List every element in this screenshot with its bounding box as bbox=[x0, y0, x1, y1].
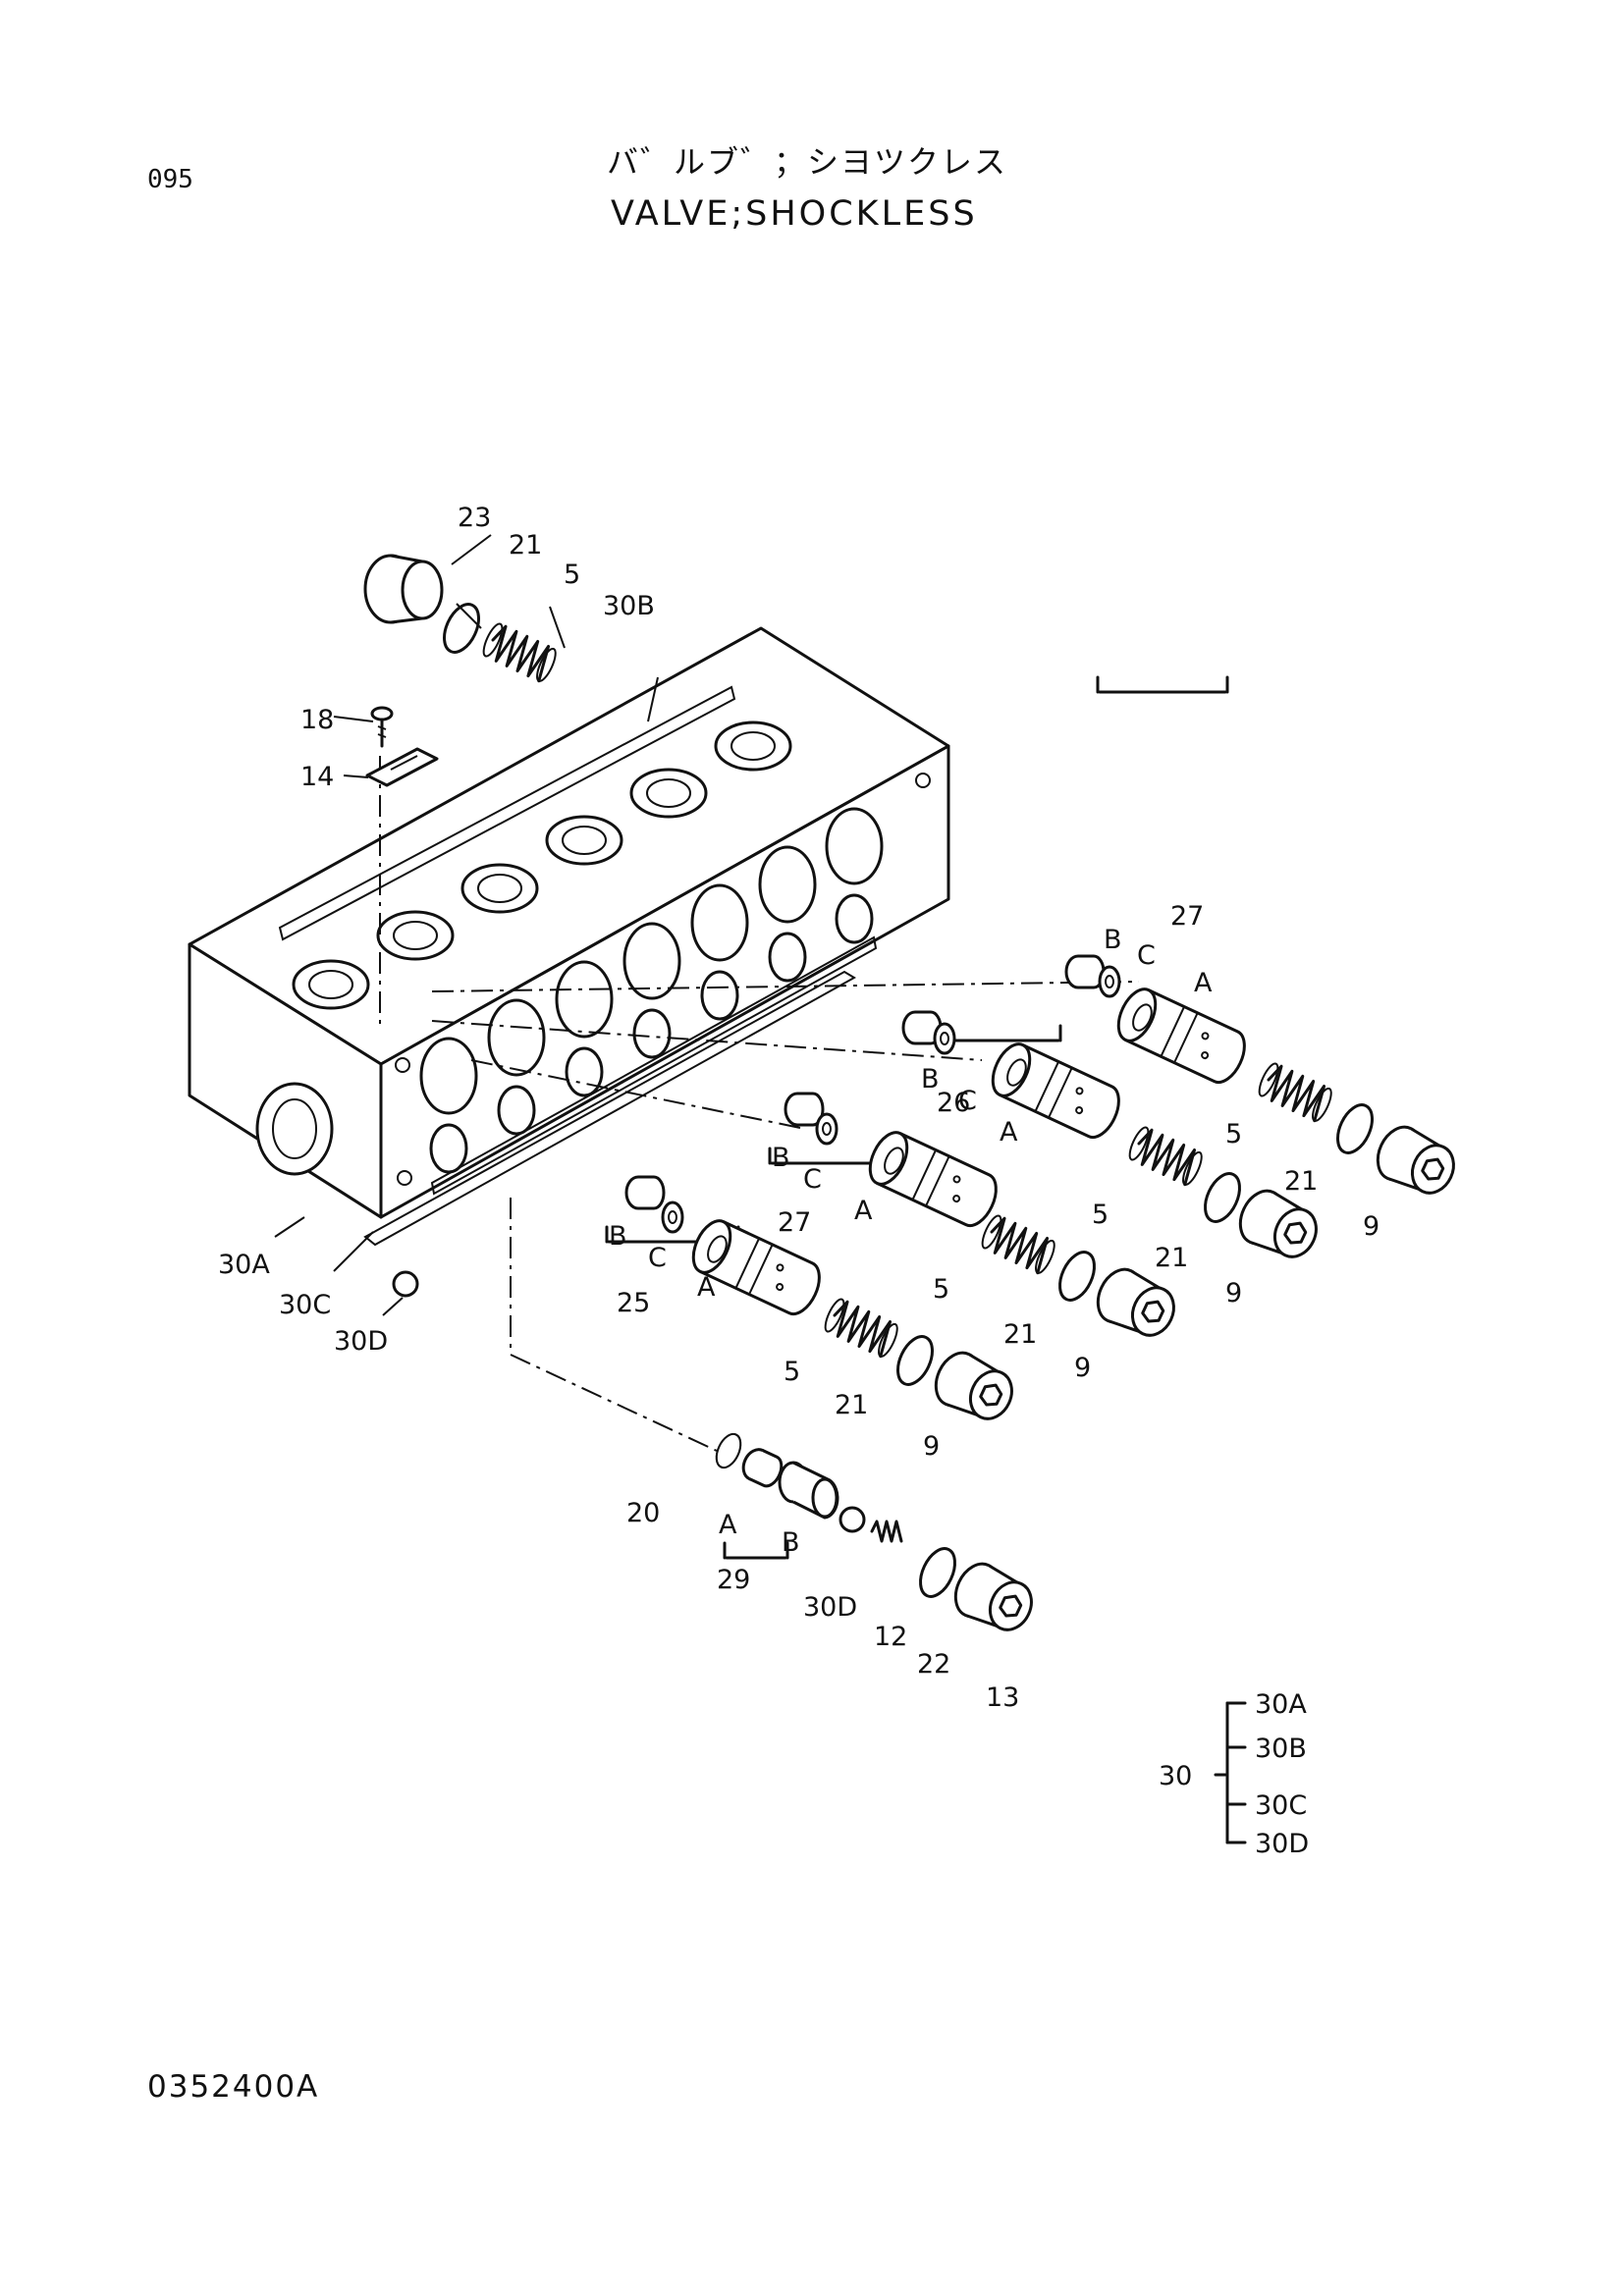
spring-5-r3 bbox=[977, 1211, 1059, 1277]
page-number: 095 bbox=[147, 165, 193, 194]
label-25-C: C bbox=[648, 1243, 667, 1273]
sleeve-25-B bbox=[624, 1175, 666, 1210]
label-30C: 30C bbox=[279, 1290, 331, 1320]
drawing-number: 0352400A bbox=[147, 2069, 320, 2105]
label-27-top-C: C bbox=[1137, 940, 1156, 971]
label-9-r4: 9 bbox=[923, 1431, 940, 1462]
label-21-r3: 21 bbox=[1003, 1319, 1037, 1350]
label-29: 29 bbox=[717, 1565, 750, 1595]
plug-9-r4 bbox=[926, 1344, 1022, 1430]
label-29-A: A bbox=[719, 1510, 737, 1540]
label-30D: 30D bbox=[334, 1326, 388, 1357]
washer-27-mid-C bbox=[815, 1112, 839, 1146]
spring-5-r4 bbox=[820, 1295, 902, 1361]
plate-14 bbox=[365, 747, 439, 787]
label-25-A: A bbox=[697, 1272, 716, 1303]
spring-5-r2 bbox=[1124, 1123, 1207, 1189]
label-9-r1: 9 bbox=[1363, 1211, 1380, 1242]
washer-26-C bbox=[933, 1022, 956, 1055]
oring-21-r4 bbox=[889, 1329, 942, 1392]
plug-9-r3 bbox=[1088, 1260, 1184, 1347]
label-23: 23 bbox=[458, 503, 491, 533]
label-27-top-B: B bbox=[1104, 925, 1122, 955]
spring-5-r1 bbox=[1254, 1059, 1336, 1125]
label-14: 14 bbox=[300, 762, 334, 792]
label-9-r3: 9 bbox=[1074, 1353, 1091, 1383]
label-30B: 30B bbox=[603, 591, 655, 621]
title-english: VALVE;SHOCKLESS bbox=[611, 194, 978, 234]
label-26-B: B bbox=[921, 1064, 940, 1095]
label-27-mid: 27 bbox=[778, 1207, 811, 1238]
label-20: 20 bbox=[626, 1498, 660, 1528]
spring-12 bbox=[870, 1520, 903, 1543]
sleeve-29-B bbox=[778, 1461, 839, 1520]
plug-23 bbox=[363, 554, 444, 624]
label-27-top-A: A bbox=[1194, 968, 1213, 998]
legend-child-30D: 30D bbox=[1255, 1829, 1309, 1859]
legend-child-30B: 30B bbox=[1255, 1734, 1307, 1764]
spool-27-top-A bbox=[1109, 982, 1254, 1090]
ball-30D-low bbox=[839, 1506, 866, 1533]
oring-21-r1 bbox=[1328, 1097, 1381, 1160]
label-27-mid-B: B bbox=[772, 1143, 790, 1173]
label-9-r2: 9 bbox=[1225, 1278, 1242, 1308]
label-25: 25 bbox=[617, 1288, 650, 1318]
label-30D-low: 30D bbox=[803, 1592, 857, 1623]
plug-13 bbox=[946, 1555, 1042, 1641]
label-5-r2: 5 bbox=[1092, 1200, 1109, 1230]
spool-27-mid-A bbox=[861, 1125, 1005, 1233]
oring-21-r2 bbox=[1196, 1166, 1249, 1229]
title-japanese: バ゛ルブ゛；シヨツクレス bbox=[607, 143, 1008, 181]
label-22: 22 bbox=[917, 1649, 950, 1680]
legend-child-30C: 30C bbox=[1255, 1790, 1307, 1821]
label-5-r3: 5 bbox=[933, 1274, 949, 1305]
label-26-C: C bbox=[958, 1086, 977, 1116]
label-21-r4: 21 bbox=[835, 1390, 868, 1420]
label-27-mid-A: A bbox=[854, 1196, 873, 1226]
label-30A: 30A bbox=[218, 1250, 270, 1280]
label-27-mid-C: C bbox=[803, 1164, 822, 1195]
label-21-r1: 21 bbox=[1284, 1166, 1318, 1197]
label-5-top: 5 bbox=[564, 560, 580, 590]
label-25-B: B bbox=[609, 1221, 627, 1252]
label-26-A: A bbox=[1000, 1117, 1018, 1148]
label-5-r1: 5 bbox=[1225, 1119, 1242, 1149]
label-18: 18 bbox=[300, 705, 334, 735]
sleeve-27-top-B bbox=[1064, 954, 1106, 989]
label-12: 12 bbox=[874, 1622, 907, 1652]
oring-21-top bbox=[435, 597, 488, 660]
oring-21-r3 bbox=[1051, 1245, 1104, 1308]
leader-lines bbox=[274, 534, 1229, 1560]
label-26: 26 bbox=[937, 1088, 970, 1118]
washer-27-top-C bbox=[1098, 965, 1121, 998]
callout-labels: 23 21 5 30B 18 14 27 B C A 5 21 9 26 B C… bbox=[218, 503, 1380, 1713]
label-21-r2: 21 bbox=[1155, 1243, 1188, 1273]
legend-child-30A: 30A bbox=[1255, 1689, 1307, 1720]
screw-18 bbox=[370, 706, 394, 748]
label-13: 13 bbox=[986, 1682, 1019, 1713]
ball-30D bbox=[392, 1270, 419, 1298]
legend-parent: 30 bbox=[1159, 1761, 1192, 1791]
label-27-top: 27 bbox=[1170, 901, 1204, 932]
label-21-top: 21 bbox=[509, 530, 542, 561]
label-29-B: B bbox=[782, 1527, 800, 1558]
oring-20 bbox=[710, 1429, 747, 1472]
assembly-legend: 30 30A 30B 30C 30D bbox=[1159, 1689, 1309, 1859]
washer-25-C bbox=[661, 1201, 684, 1234]
spring-5-top bbox=[478, 619, 561, 685]
plug-9-r1 bbox=[1368, 1118, 1464, 1204]
label-5-r4: 5 bbox=[784, 1357, 800, 1387]
